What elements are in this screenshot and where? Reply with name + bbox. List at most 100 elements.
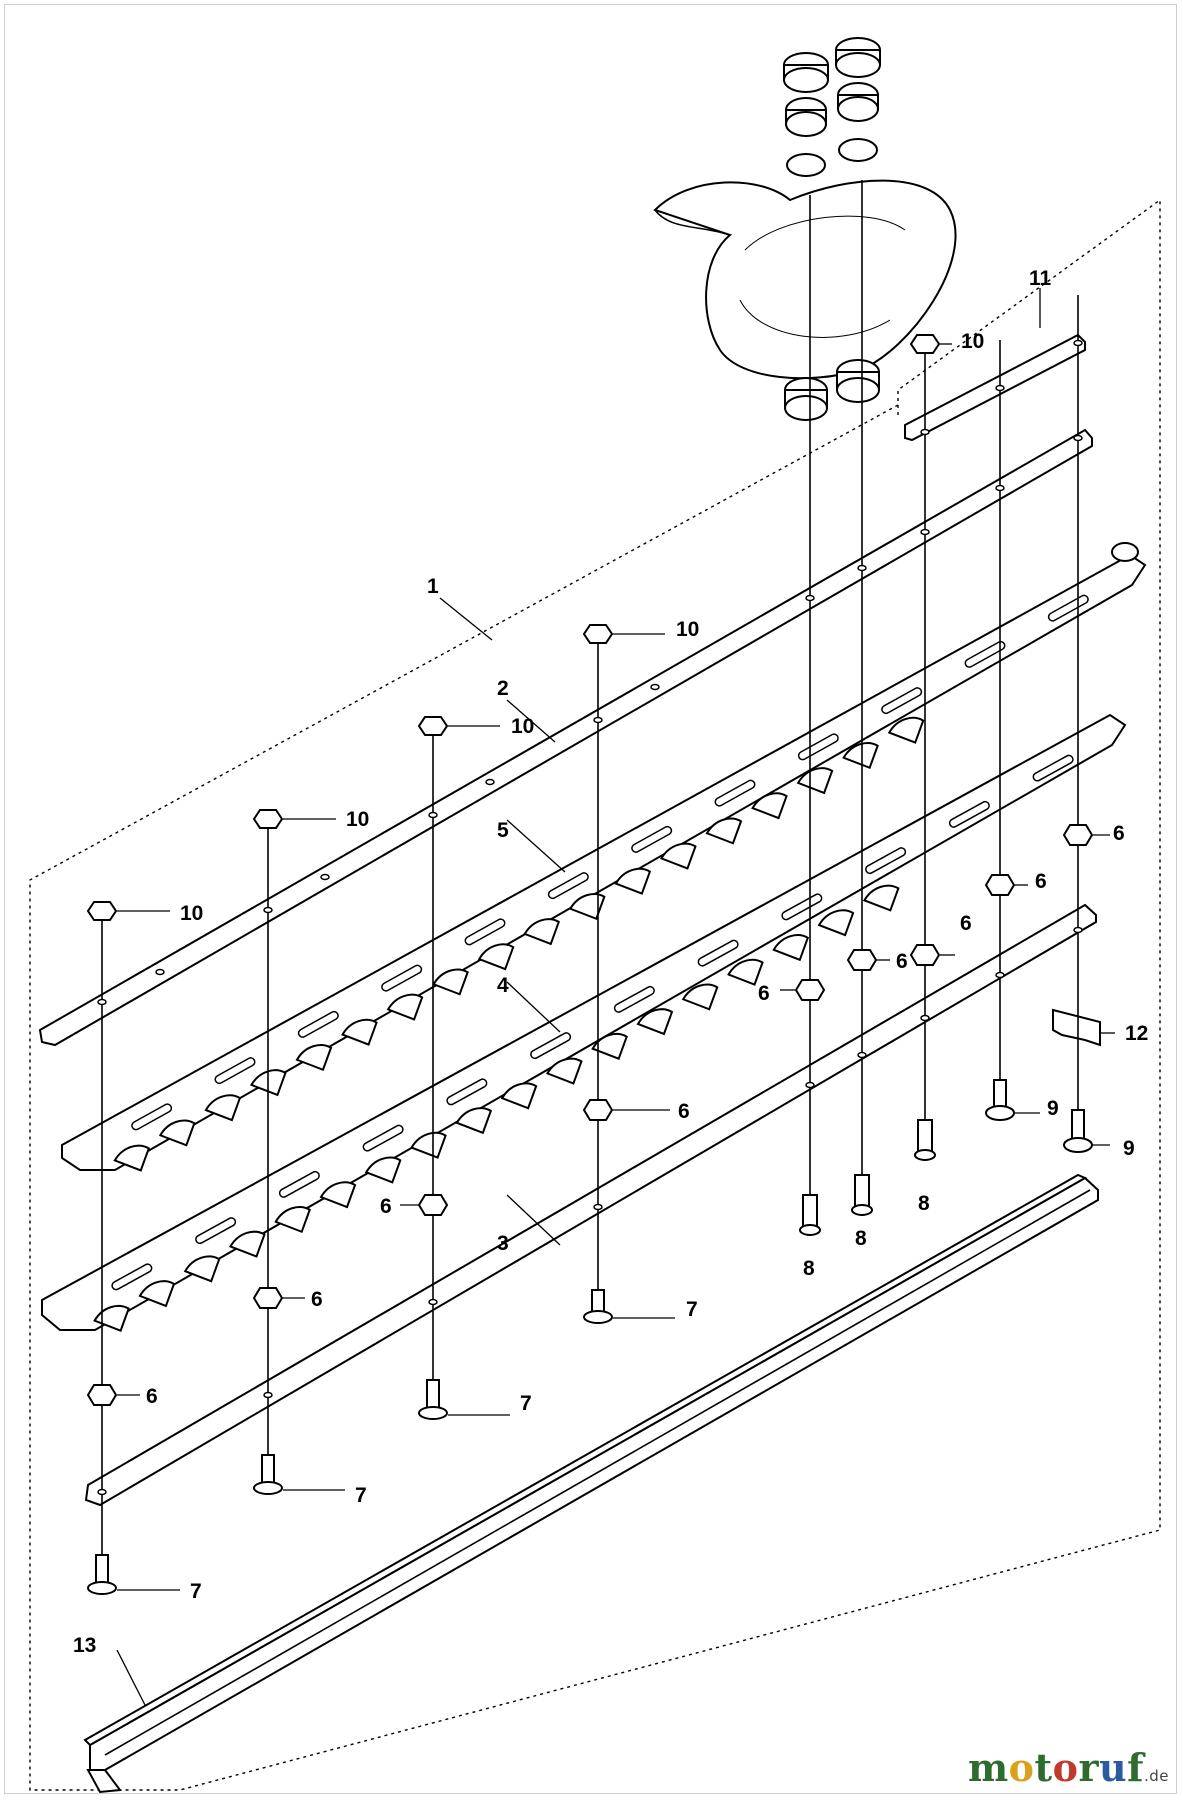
blade-tooth bbox=[93, 1305, 130, 1332]
blade-slot bbox=[797, 733, 839, 761]
callout-6: 6 bbox=[678, 1100, 690, 1123]
blade-tooth bbox=[341, 1018, 378, 1046]
callout-13: 13 bbox=[73, 1634, 96, 1657]
callout-10: 10 bbox=[961, 330, 984, 353]
blade-slot bbox=[381, 964, 423, 992]
callout-10: 10 bbox=[346, 808, 369, 831]
blade-tooth bbox=[842, 742, 879, 770]
blade-tooth bbox=[591, 1033, 628, 1060]
blade-slot bbox=[446, 1078, 488, 1106]
blade-slot bbox=[881, 687, 923, 715]
callout-7: 7 bbox=[190, 1580, 202, 1603]
watermark-letter: u bbox=[1098, 1745, 1128, 1790]
callout-6: 6 bbox=[311, 1288, 323, 1311]
blade-tooth bbox=[229, 1230, 266, 1258]
blade-slot bbox=[1032, 754, 1074, 782]
blade-slot bbox=[631, 825, 673, 853]
blade-tooth bbox=[727, 958, 764, 986]
blade-tooth bbox=[138, 1280, 176, 1308]
callout-6: 6 bbox=[1113, 822, 1125, 845]
callout-6: 6 bbox=[1035, 870, 1047, 893]
callout-6: 6 bbox=[146, 1385, 158, 1408]
blade-guard bbox=[83, 1173, 1099, 1794]
blade-tooth bbox=[862, 884, 900, 912]
screws-9 bbox=[985, 1079, 1093, 1153]
blade-tooth bbox=[364, 1156, 402, 1184]
callout-3: 3 bbox=[497, 1232, 509, 1255]
blade-tooth bbox=[751, 792, 788, 820]
bar-holes bbox=[97, 339, 1083, 1496]
watermark-letter: o bbox=[1052, 1745, 1079, 1790]
blade-tooth bbox=[681, 983, 719, 1011]
callout-8: 8 bbox=[918, 1192, 930, 1215]
callout-12: 12 bbox=[1125, 1022, 1148, 1045]
blade-tooth bbox=[887, 716, 925, 744]
watermark-letter: t bbox=[1034, 1745, 1053, 1790]
callout-4: 4 bbox=[497, 974, 509, 997]
blade-tooth bbox=[204, 1094, 242, 1122]
blade-tooth bbox=[158, 1119, 196, 1147]
callout-8: 8 bbox=[855, 1227, 867, 1250]
blade-tooth bbox=[113, 1144, 150, 1172]
blade-slot bbox=[530, 1032, 572, 1060]
blade-slot bbox=[613, 985, 655, 1013]
blade-slot bbox=[781, 893, 823, 921]
gear-housing bbox=[653, 179, 957, 380]
callout-2: 2 bbox=[497, 677, 509, 700]
damper-stack-left bbox=[783, 52, 829, 421]
blade-slot bbox=[865, 847, 907, 875]
blade-tooth bbox=[274, 1206, 311, 1234]
leader-lines bbox=[116, 288, 1115, 1706]
lower-blade-slots bbox=[111, 754, 1074, 1291]
callout-8: 8 bbox=[803, 1257, 815, 1280]
top-support-bar bbox=[38, 428, 1093, 1047]
callout-11: 11 bbox=[1029, 267, 1052, 290]
blade-slot bbox=[964, 640, 1006, 668]
retaining-clip bbox=[1052, 1008, 1101, 1047]
blade-slot bbox=[697, 939, 739, 967]
blade-slot bbox=[714, 779, 756, 807]
callout-10: 10 bbox=[511, 715, 534, 738]
screws-7 bbox=[87, 1289, 613, 1595]
nuts-10 bbox=[86, 334, 941, 921]
blade-tooth bbox=[796, 767, 834, 795]
blade-tooth bbox=[319, 1181, 357, 1209]
blade-tooth bbox=[386, 993, 424, 1021]
blade-tooth bbox=[500, 1082, 538, 1110]
blade-tooth bbox=[295, 1044, 333, 1072]
blade-stud bbox=[1111, 542, 1139, 562]
blade-slot bbox=[131, 1103, 173, 1131]
callout-7: 7 bbox=[520, 1392, 532, 1415]
lower-blade-teeth bbox=[93, 884, 900, 1332]
blade-tooth bbox=[523, 918, 560, 946]
callout-6: 6 bbox=[896, 950, 908, 973]
callout-9: 9 bbox=[1123, 1137, 1135, 1160]
blade-tooth bbox=[772, 934, 810, 962]
blade-slot bbox=[278, 1170, 320, 1198]
callout-7: 7 bbox=[686, 1298, 698, 1321]
blade-tooth bbox=[432, 968, 469, 996]
blade-slot bbox=[297, 1010, 339, 1038]
blade-tooth bbox=[183, 1255, 221, 1283]
blade-slot bbox=[948, 800, 990, 828]
callout-1: 1 bbox=[427, 575, 439, 598]
callout-9: 9 bbox=[1047, 1097, 1059, 1120]
callout-10: 10 bbox=[180, 902, 203, 925]
blade-tooth bbox=[545, 1057, 583, 1085]
blade-slot bbox=[464, 918, 506, 946]
blade-tooth bbox=[659, 842, 697, 870]
lower-cutter-blade bbox=[41, 713, 1127, 1332]
watermark-letter: m bbox=[967, 1745, 1009, 1790]
blade-slot bbox=[214, 1057, 256, 1085]
blade-tooth bbox=[705, 817, 743, 845]
callout-7: 7 bbox=[355, 1484, 367, 1507]
blade-tooth bbox=[455, 1107, 493, 1135]
blade-slot bbox=[362, 1124, 404, 1152]
screws-8 bbox=[799, 1119, 936, 1236]
callout-5: 5 bbox=[497, 819, 509, 842]
diagram-frame bbox=[4, 4, 1177, 1794]
watermark-letter: o bbox=[1008, 1745, 1035, 1790]
blade-tooth bbox=[817, 909, 855, 937]
blade-tooth bbox=[568, 893, 606, 921]
